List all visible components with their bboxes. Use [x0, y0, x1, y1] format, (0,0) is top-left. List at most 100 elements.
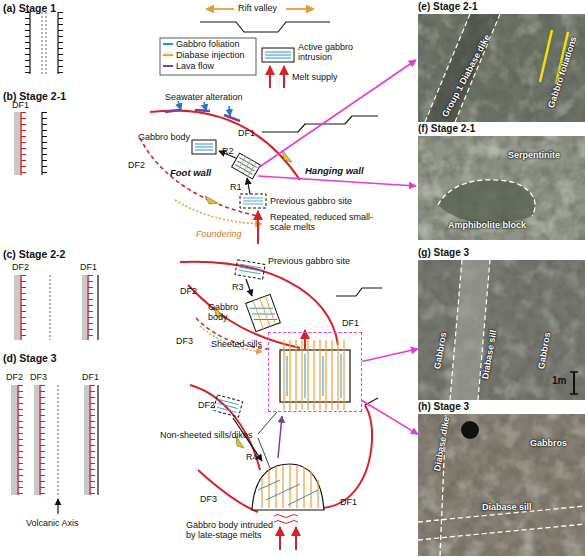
label-text: (c) Stage 2-2: [3, 248, 65, 260]
plate-boundary-symbol: [49, 275, 51, 340]
plate-boundary-symbol: [20, 275, 22, 340]
rift-profile: [206, 8, 234, 10]
photo-label: 1m: [552, 376, 566, 386]
stage-3-section: [190, 385, 260, 470]
photo-label: Gabbros: [530, 438, 567, 448]
photo-label: Diabase sill: [482, 502, 532, 512]
label-text: R1: [230, 182, 242, 192]
stage-2-1-section: [258, 176, 416, 186]
legend-sample: [283, 66, 285, 88]
legend-label: Melt supply: [292, 72, 338, 82]
plate-boundary-symbol: [45, 12, 47, 74]
label-text: DF2: [6, 372, 23, 382]
outcrop-photo: [418, 260, 585, 400]
stage-3-section: [258, 412, 277, 434]
stage-2-2-section: [188, 285, 300, 348]
stage-2-1-section: [240, 194, 266, 208]
stage-2-1-section: [258, 60, 416, 168]
label-text: Non-sheeted sills/dikes: [160, 430, 253, 440]
plate-boundary-symbol: [57, 499, 58, 514]
photo-link-arrow: [362, 349, 418, 362]
label-text: Gabbro body intruded by late-stage melts: [186, 520, 274, 540]
label-text: R3: [232, 282, 244, 292]
label-text: R2: [222, 146, 234, 156]
plate-boundary-symbol: [97, 275, 98, 340]
plate-boundary-symbol: [57, 385, 59, 495]
photo-panel: (e) Stage 2-1Gabbro foliationsGroup 1 Di…: [418, 14, 585, 122]
plate-boundary-symbol: [40, 385, 45, 495]
label-text: DF3: [200, 494, 217, 504]
stage-2-1-section: [165, 110, 240, 121]
stage-3-section: [262, 465, 318, 508]
plate-boundary-symbol: [14, 112, 20, 175]
outcrop-photo: [418, 14, 585, 122]
label-text: Hanging wall: [305, 166, 364, 176]
stage-2-2-section: [235, 260, 265, 280]
photo-panel: (f) Stage 2-1SerpentiniteAmphibolite blo…: [418, 136, 585, 240]
stage-2-1-section: [204, 102, 206, 111]
outcrop-photo: [418, 136, 585, 240]
panel-heading: (f) Stage 2-1: [418, 123, 475, 135]
panel-heading: (g) Stage 3: [418, 247, 469, 259]
outcrop-photo: [418, 14, 585, 122]
label-text: Rift valley: [238, 3, 277, 13]
outcrop-photo: [438, 180, 535, 216]
plate-boundary-symbol: [20, 112, 22, 175]
outcrop-photo: [418, 414, 585, 556]
label-text: DF3: [30, 372, 47, 382]
outcrop-photo: [418, 414, 585, 556]
panel-heading: (e) Stage 2-1: [418, 1, 477, 13]
stage-2-1-section: [192, 140, 216, 154]
plate-boundary-symbol: [14, 275, 20, 340]
plate-boundary-symbol: [42, 112, 47, 175]
outcrop-photo: [570, 393, 578, 395]
outcrop-photo: [455, 14, 500, 122]
label-text: (d) Stage 3: [3, 352, 57, 364]
label-text: DF1: [80, 262, 97, 272]
stage-2-2-section: [250, 301, 278, 327]
panel-heading: (h) Stage 3: [418, 401, 469, 413]
plate-boundary-symbol: [97, 385, 98, 495]
legend-sample: [163, 54, 173, 56]
outcrop-photo: [450, 260, 462, 400]
stage-2-1-section: [247, 178, 250, 194]
stage-2-1-section: [238, 157, 256, 177]
photo-panel: (h) Stage 3GabbrosDiabase dikeDiabase si…: [418, 414, 585, 556]
outcrop-photo: [418, 260, 585, 400]
plate-boundary-symbol: [18, 385, 23, 495]
plate-boundary-symbol: [41, 112, 42, 175]
stage-2-2-section: [239, 264, 262, 274]
stage-2-2-section: [336, 288, 382, 296]
stage-2-1-section: [243, 198, 263, 204]
plate-boundary-symbol: [41, 12, 43, 74]
legend-sample: [269, 66, 271, 88]
photo-label: Diabase dike: [432, 416, 451, 472]
label-text: (a) Stage 1: [3, 2, 56, 14]
photo-label: Group 1 Diabase dike: [440, 33, 492, 119]
legend-label: Lava flow: [176, 61, 214, 71]
plate-boundary-symbol: [11, 385, 17, 495]
stage-3-section: [190, 340, 378, 550]
label-text: DF2: [12, 262, 29, 272]
stage-2-2-section: [253, 296, 275, 329]
label-text: DF1: [342, 318, 359, 328]
plate-boundary-symbol: [34, 385, 39, 495]
plate-boundary-symbol: [84, 385, 89, 495]
stage-3-section: [258, 480, 318, 505]
legend-label: Gabbro foliation: [176, 39, 240, 49]
sheeted-sill-zone: Sheeted sills: [268, 332, 362, 412]
label-text: DF1: [238, 128, 255, 138]
outcrop-photo: [461, 421, 479, 439]
legend-sample: [262, 48, 294, 62]
photo-link-arrow: [362, 400, 418, 434]
stage-2-1-section: [229, 106, 230, 116]
stage-3-section: [279, 527, 281, 550]
stage-2-1-section: [150, 110, 300, 180]
label-text: Repeated, reduced small-scale melts: [270, 212, 375, 232]
stage-3-section: [198, 470, 258, 512]
stage-2-1-section: [205, 196, 218, 204]
plate-boundary-symbol: [11, 12, 98, 514]
outcrop-photo: [570, 371, 578, 373]
